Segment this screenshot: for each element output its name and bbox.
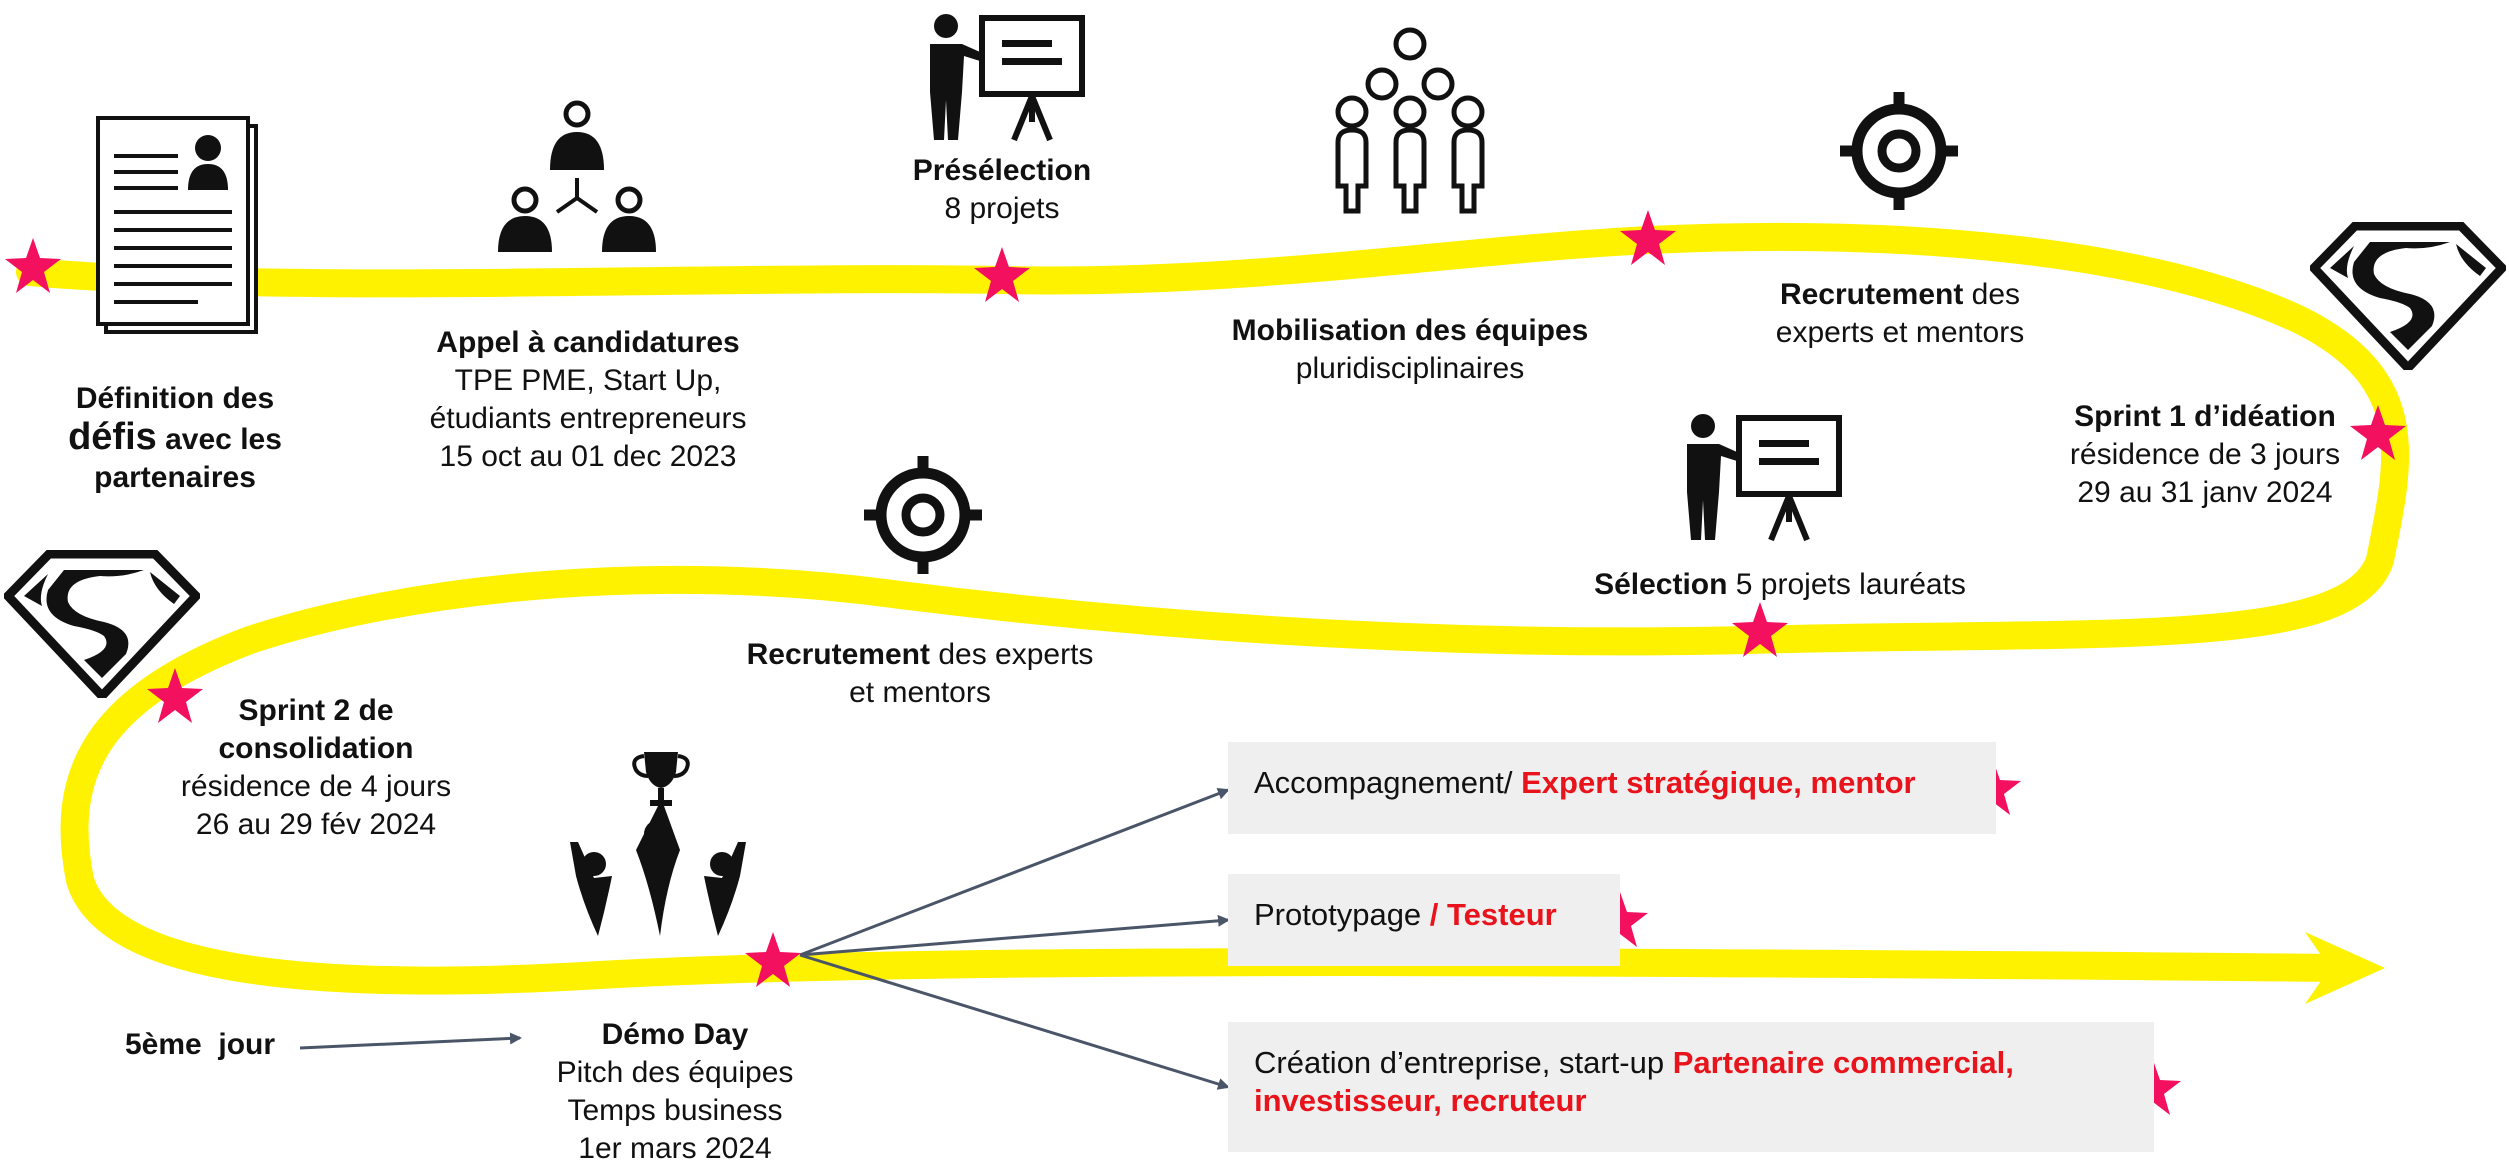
arrow-5eme-jour xyxy=(299,1032,522,1050)
step-sprint1: Sprint 1 d’idéation résidence de 3 jours… xyxy=(2040,398,2370,512)
outcome-prototypage-plain: Prototypage xyxy=(1254,897,1430,932)
appel-title: Appel à candidatures xyxy=(436,326,740,359)
selection-rest: 5 projets lauréats xyxy=(1727,568,1966,601)
sprint1-line2: 29 au 31 janv 2024 xyxy=(2077,476,2333,509)
outcome-accompagnement-plain: Accompagnement/ xyxy=(1254,765,1522,800)
definition-line2: avec les xyxy=(156,423,282,456)
appel-line1: TPE PME, Start Up, xyxy=(454,364,722,397)
step-recrutement1: Recrutement des experts et mentors xyxy=(1720,276,2080,352)
demo-line1: Pitch des équipes xyxy=(556,1056,794,1089)
sprint1-line1: résidence de 3 jours xyxy=(2069,438,2341,471)
demo-line3: 1er mars 2024 xyxy=(578,1132,772,1165)
presenter-icon-selection xyxy=(1687,414,1842,542)
step-definition: Définition des défis avec les partenaire… xyxy=(30,380,320,497)
definition-line1: Définition des xyxy=(75,382,275,415)
recrutement1-rest: des xyxy=(1963,278,2021,311)
step-sprint2: Sprint 2 de consolidation résidence de 4… xyxy=(156,692,476,844)
star-preselection xyxy=(974,247,1030,302)
preselection-title: Présélection xyxy=(912,154,1092,187)
outcome-creation: Création d’entreprise, start-up Partenai… xyxy=(1228,1022,2154,1152)
star-prototypage xyxy=(1592,892,1648,947)
preselection-line1: 8 projets xyxy=(944,192,1060,225)
definition-line3: partenaires xyxy=(94,461,256,494)
outcome-accompagnement: Accompagnement/ Expert stratégique, ment… xyxy=(1228,742,1996,834)
sprint2-title2: consolidation xyxy=(218,732,414,765)
recrutement2-bold: Recrutement xyxy=(746,638,930,671)
step-appel: Appel à candidatures TPE PME, Start Up, … xyxy=(388,324,788,476)
presenter-icon xyxy=(930,14,1085,142)
demo-line2: Temps business xyxy=(567,1094,783,1127)
step-5eme-jour: 5ème jour xyxy=(124,1028,276,1061)
document-icon xyxy=(96,116,258,334)
outcome-accompagnement-highlight: Expert stratégique, mentor xyxy=(1521,765,1916,800)
sprint2-line1: résidence de 4 jours xyxy=(180,770,452,803)
sprint2-line2: 26 au 29 fév 2024 xyxy=(195,808,437,841)
superman-icon xyxy=(2310,222,2506,370)
arrow-to-creation xyxy=(799,953,1230,1090)
appel-line2: étudiants entrepreneurs xyxy=(429,402,747,435)
mobilisation-line1: pluridisciplinaires xyxy=(1295,352,1525,385)
outcome-creation-plain: Création d’entreprise, start-up xyxy=(1254,1045,1673,1080)
step-demo-day: Démo Day Pitch des équipes Temps busines… xyxy=(480,1016,870,1168)
arrow-to-accompagnement xyxy=(799,787,1230,957)
outcome-creation-highlight: Partenaire commercial, xyxy=(1672,1045,2014,1080)
outcome-prototypage-highlight: / Testeur xyxy=(1429,897,1557,932)
selection-bold: Sélection xyxy=(1594,568,1728,601)
team-icon xyxy=(1335,27,1485,214)
sprint1-title: Sprint 1 d’idéation xyxy=(2074,400,2336,433)
recrutement2-rest: des experts xyxy=(929,638,1094,671)
step-recrutement2: Recrutement des experts et mentors xyxy=(720,636,1120,712)
road-arrowhead xyxy=(2305,932,2385,1004)
star-sprint1 xyxy=(2350,405,2406,460)
step-mobilisation: Mobilisation des équipes pluridisciplina… xyxy=(1180,312,1640,388)
trophy-team-icon xyxy=(570,752,746,936)
demo-title: Démo Day xyxy=(601,1018,749,1051)
sprint2-title1: Sprint 2 de xyxy=(238,694,394,727)
network-icon xyxy=(498,100,656,252)
definition-bold-word: défis xyxy=(68,416,157,458)
mobilisation-title: Mobilisation des équipes xyxy=(1231,314,1589,347)
star-recrutement1 xyxy=(1620,210,1676,265)
star-selection xyxy=(1732,602,1788,657)
outcome-creation-highlight2: investisseur, recruteur xyxy=(1254,1083,1587,1118)
step-selection: Sélection 5 projets lauréats xyxy=(1560,566,2000,604)
recrutement2-line2: et mentors xyxy=(849,676,991,709)
outcome-prototypage: Prototypage / Testeur xyxy=(1228,874,1620,966)
recrutement1-bold: Recrutement xyxy=(1779,278,1964,311)
target-icon-recrutement2 xyxy=(864,456,982,574)
appel-line3: 15 oct au 01 dec 2023 xyxy=(439,440,737,473)
star-demo xyxy=(745,932,801,987)
superman-icon-2 xyxy=(4,550,200,698)
star-definition xyxy=(5,238,61,293)
target-icon xyxy=(1840,92,1958,210)
step-preselection: Présélection 8 projets xyxy=(852,152,1152,228)
star-sprint2 xyxy=(147,668,203,723)
arrow-to-prototypage xyxy=(799,914,1230,957)
yellow-road xyxy=(16,222,2410,995)
recrutement1-line2: experts et mentors xyxy=(1775,316,2025,349)
